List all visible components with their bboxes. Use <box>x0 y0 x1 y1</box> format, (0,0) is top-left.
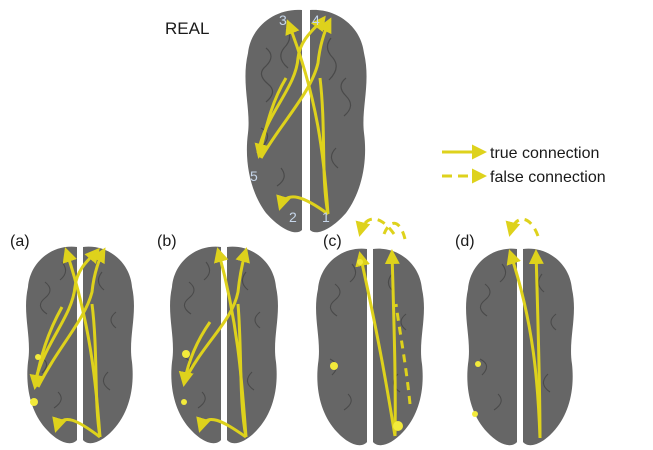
panel-label-a: (a) <box>10 233 30 250</box>
panel-b-brain <box>170 247 278 444</box>
panel-label-b: (b) <box>157 233 177 250</box>
panel-label-c: (c) <box>323 233 342 250</box>
legend-false-label: false connection <box>490 169 606 186</box>
region-number-1: 1 <box>322 209 330 225</box>
legend-true-label: true connection <box>490 145 599 162</box>
panel-c-brain <box>316 219 424 445</box>
real-brain <box>245 10 366 232</box>
panel-label-d: (d) <box>455 233 475 250</box>
figure-title: REAL <box>165 19 209 38</box>
region-number-4: 4 <box>312 12 320 28</box>
region-marker <box>182 350 190 358</box>
region-marker <box>472 411 478 417</box>
region-marker <box>393 421 403 431</box>
region-marker <box>30 398 38 406</box>
region-marker <box>330 362 338 370</box>
region-marker <box>475 361 481 367</box>
legend: true connection false connection <box>442 145 606 186</box>
region-number-3: 3 <box>279 12 287 28</box>
panel-d-brain <box>466 219 574 445</box>
region-marker <box>35 354 41 360</box>
region-number-5: 5 <box>250 168 258 184</box>
region-marker <box>181 399 187 405</box>
region-number-2: 2 <box>289 209 297 225</box>
panel-a-brain <box>26 247 134 444</box>
region-marker <box>357 259 363 265</box>
